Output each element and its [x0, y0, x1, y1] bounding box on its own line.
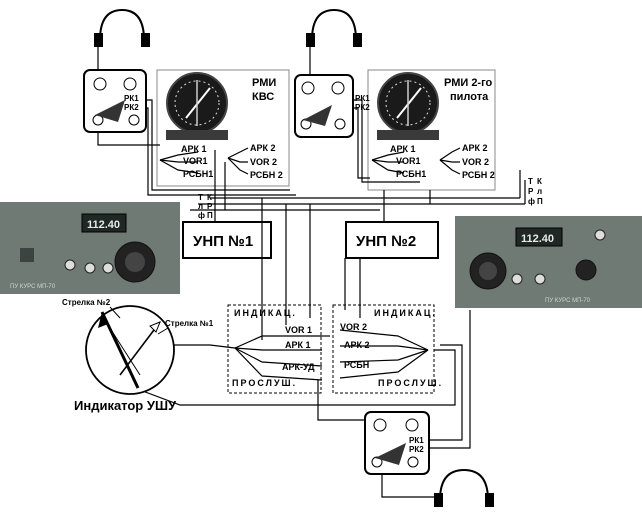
ushu-indicator: [85, 305, 175, 395]
arrow2-label: Стрелка №2: [62, 298, 111, 307]
rmi-left-frame: [156, 69, 290, 187]
rmi-left-ark2: АРК 2: [250, 143, 276, 153]
switch-left-bottom: ПРОСЛУШ.: [232, 378, 297, 388]
tkfp-p: П: [207, 211, 213, 220]
rmi-left-vor1: VOR1: [183, 156, 208, 166]
ushu-title: Индикатор УШУ: [74, 398, 177, 413]
tkfp-f: ф: [198, 211, 205, 220]
rmi-right-title-2: пилота: [450, 91, 489, 103]
switch-left-ark1: АРК 1: [285, 340, 311, 350]
rk2-label-left: РК2: [124, 103, 139, 112]
radio-right-freq: 112.40: [521, 233, 554, 245]
rk1-label-left: РК1: [124, 94, 139, 103]
tkfp-r: Р: [207, 202, 213, 211]
switch-right-bottom: ПРОСЛУШ.: [378, 378, 443, 388]
ushu-leaders: [109, 306, 169, 335]
switch-right-ark2: АРК 2: [344, 340, 370, 350]
tkfp-r-right: Р: [528, 187, 534, 196]
switch-box-right: [332, 304, 435, 394]
arrow1-label: Стрелка №1: [165, 319, 214, 328]
unp2-box: [345, 221, 439, 259]
switch-right-vor2: VOR 2: [340, 322, 367, 332]
rmi-left-vor2: VOR 2: [250, 157, 277, 167]
rmi-right-rsbn1: РСБН1: [396, 169, 426, 179]
rmi-left-ark1: АРК 1: [181, 144, 207, 154]
unp1-box: [182, 221, 272, 259]
wiring: [97, 99, 526, 449]
switch-box-left: [227, 304, 322, 394]
switch-right-top: ИНДИКАЦ.: [374, 308, 437, 318]
tkfp-l: л: [198, 202, 203, 211]
switch-left-arkud: АРК-УД: [282, 362, 315, 372]
unp2-label: УНП №2: [356, 233, 416, 250]
rk2-label-center: РК2: [355, 103, 370, 112]
tkfp-t: Т: [198, 193, 203, 202]
radio-left-freq: 112.40: [87, 219, 120, 231]
rmi-right-vor1: VOR1: [396, 156, 421, 166]
switch-left-vor1: VOR 1: [285, 325, 312, 335]
rmi-left-rsbn2: РСБН 2: [250, 170, 283, 180]
rk1-label-bottom: РК1: [409, 436, 424, 445]
control-panel-center: [294, 74, 354, 138]
radio-left-plate: ПУ КУРС МП-70: [10, 284, 56, 290]
tkfp-k-right: К: [537, 177, 542, 186]
tkfp-f-right: ф: [528, 197, 535, 206]
control-panel-bottom: [364, 411, 430, 475]
switch-right-rsbn: РСБН: [344, 360, 369, 370]
tkfp-p-right: П: [537, 197, 543, 206]
rmi-left-title-1: РМИ: [252, 77, 276, 89]
radio-panel-right: [455, 216, 642, 308]
headphones-icon: [94, 8, 150, 47]
headphones-icon: [306, 8, 362, 47]
rk1-label-center: РК1: [355, 94, 370, 103]
tkfp-k: К: [207, 193, 212, 202]
rmi-right-title-1: РМИ 2-го: [444, 77, 493, 89]
control-panel-left: [83, 69, 147, 133]
radio-right-plate: ПУ КУРС МП-70: [545, 298, 591, 304]
rmi-right-vor2: VOR 2: [462, 157, 489, 167]
rmi-left-rsbn1: РСБН1: [183, 169, 213, 179]
radio-panel-left: [0, 202, 180, 294]
rmi-right-ark2: АРК 2: [462, 143, 488, 153]
switch-left-top: ИНДИКАЦ.: [234, 308, 297, 318]
rmi-right-frame: [367, 69, 496, 191]
tkfp-l-right: л: [537, 187, 542, 196]
rk2-label-bottom: РК2: [409, 445, 424, 454]
rmi-right-rsbn2: РСБН 2: [462, 170, 495, 180]
tkfp-t-right: Т: [528, 177, 533, 186]
unp1-label: УНП №1: [193, 233, 253, 250]
rmi-left-title-2: КВС: [252, 91, 274, 103]
rmi-right-ark1: АРК 1: [390, 144, 416, 154]
headphones-icon: [434, 468, 494, 507]
